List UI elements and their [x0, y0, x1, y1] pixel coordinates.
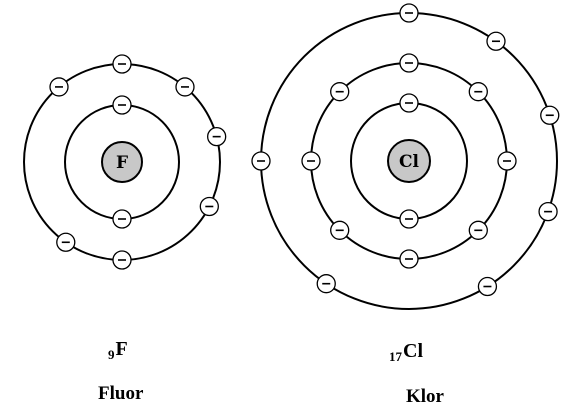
fluorine-nucleus	[101, 141, 143, 183]
chlorine-nucleus-symbol: Cl	[399, 152, 420, 172]
fluorine-electron-shell2-2	[112, 54, 132, 74]
chlorine-electron-shell2-2	[468, 82, 488, 102]
fluorine-electron-shell1-1	[112, 95, 132, 115]
chlorine-electron-shell2-4	[468, 220, 488, 240]
chlorine-name-label: Klor	[406, 386, 444, 407]
fluorine-name-label: Fluor	[98, 383, 144, 404]
chlorine-electron-shell2-7	[301, 151, 321, 171]
chlorine-electron-shell3-3	[540, 105, 560, 125]
fluorine-electron-shell2-5	[199, 196, 219, 217]
chlorine-electron-shell3-5	[477, 276, 498, 297]
chlorine-symbol-label: 17Cl	[389, 340, 423, 364]
chlorine-electron-shell3-1	[399, 3, 419, 23]
fluorine-electron-shell2-1	[49, 77, 69, 97]
chlorine-electron-shell2-3	[497, 151, 517, 171]
chlorine-electron-shell3-6	[316, 274, 336, 294]
chlorine-electron-shell1-2	[399, 209, 419, 229]
fluorine-symbol-label: 9F	[108, 338, 128, 362]
chlorine-electron-shell3-7	[251, 151, 271, 171]
fluorine-atom: F	[23, 54, 227, 270]
chlorine-electron-shell2-1	[399, 53, 419, 73]
chlorine-electron-shell3-4	[538, 201, 558, 222]
chlorine-electron-shell2-6	[330, 220, 350, 240]
chlorine-atom: Cl	[251, 3, 560, 310]
fluorine-electron-shell2-3	[175, 77, 195, 97]
fluorine-electron-shell2-6	[112, 250, 132, 270]
chlorine-electron-shell2-5	[399, 249, 419, 269]
chlorine-electron-shell3-2	[486, 31, 506, 51]
fluorine-electron-shell2-4	[207, 126, 227, 147]
chlorine-nucleus	[387, 139, 431, 183]
fluorine-nucleus-symbol: F	[116, 153, 128, 173]
chlorine-electron-shell1-1	[399, 93, 419, 113]
fluorine-electron-shell1-2	[112, 209, 132, 229]
fluorine-electron-shell2-7	[56, 232, 76, 252]
chlorine-electron-shell2-8	[330, 82, 350, 102]
